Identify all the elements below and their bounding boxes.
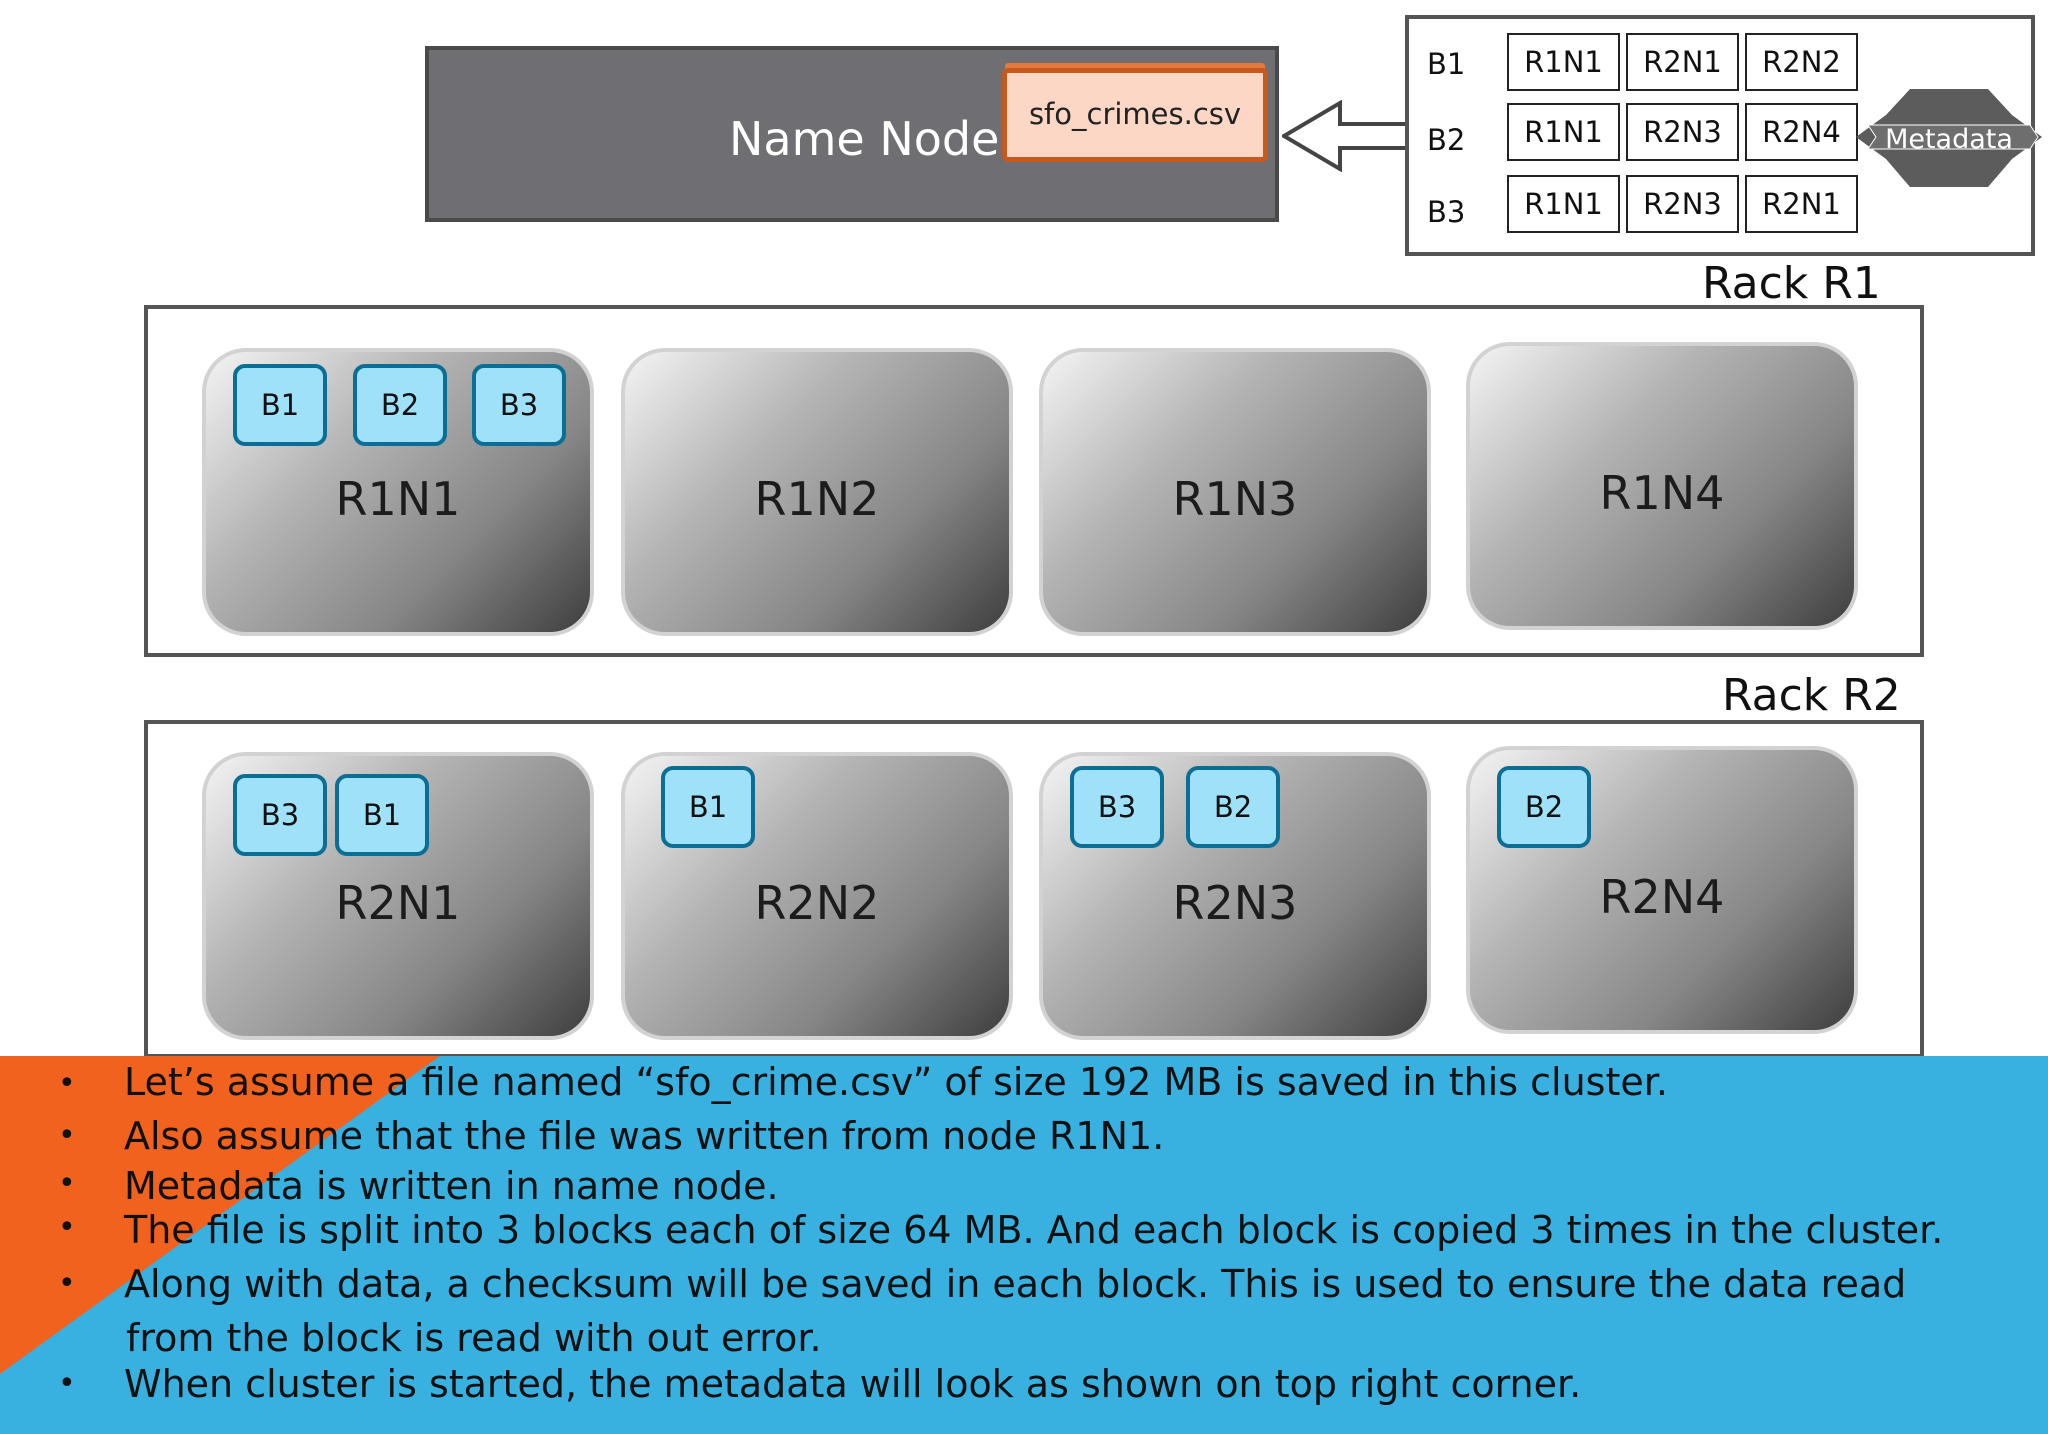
metadata-tag [1856,89,2042,187]
node-label: R1N4 [1599,466,1725,520]
metadata-cell: R1N1 [1507,175,1620,233]
block-b2: B2 [1497,766,1591,848]
rack-label: Rack R2 [1722,670,1901,721]
metadata-block-label: B1 [1427,47,1466,81]
notes-background [0,1056,2048,1434]
node-r1n2: R1N2 [621,348,1013,636]
bullet-dot: • [58,1118,76,1153]
bullet-dot: • [58,1066,76,1101]
node-label: R1N2 [754,472,880,526]
metadata-block-label: B2 [1427,123,1466,157]
note-line: from the block is read with out error. [126,1316,822,1360]
block-b1: B1 [661,766,755,848]
node-label: R1N1 [335,472,461,526]
metadata-cell: R2N3 [1626,175,1739,233]
note-line: Metadata is written in name node. [124,1164,779,1208]
block-b2: B2 [353,364,447,446]
metadata-arrow [1282,100,1412,172]
node-label: R1N3 [1172,472,1298,526]
node-label: R2N2 [754,876,880,930]
bullet-dot: • [58,1210,76,1245]
note-line: Also assume that the file was written fr… [124,1114,1165,1158]
metadata-cell: R2N4 [1745,103,1858,161]
bullet-dot: • [58,1166,76,1201]
rack-label: Rack R1 [1702,258,1881,309]
note-line: Let’s assume a file named “sfo_crime.csv… [124,1060,1668,1104]
node-label: R2N4 [1599,870,1725,924]
file-card: sfo_crimes.csv [1002,68,1268,162]
note-line: When cluster is started, the metadata wi… [124,1362,1582,1406]
block-b2: B2 [1186,766,1280,848]
metadata-cell: R2N1 [1745,175,1858,233]
note-line: The file is split into 3 blocks each of … [124,1208,1944,1252]
metadata-tag-label: Metadata [1885,124,2013,155]
name-node-label: Name Node [729,112,1000,166]
node-label: R2N1 [335,876,461,930]
bullet-dot: • [58,1266,76,1301]
bullet-dot: • [58,1366,76,1401]
metadata-cell: R2N3 [1626,103,1739,161]
block-b3: B3 [472,364,566,446]
file-name-label: sfo_crimes.csv [1028,97,1242,131]
metadata-cell: R2N1 [1626,33,1739,91]
node-label: R2N3 [1172,876,1298,930]
block-b3: B3 [233,774,327,856]
block-b3: B3 [1070,766,1164,848]
metadata-cell: R2N2 [1745,33,1858,91]
metadata-block-label: B3 [1427,195,1466,229]
metadata-cell: R1N1 [1507,103,1620,161]
note-line: Along with data, a checksum will be save… [124,1262,1907,1306]
block-b1: B1 [335,774,429,856]
node-r1n4: R1N4 [1466,342,1858,630]
block-b1: B1 [233,364,327,446]
node-r1n3: R1N3 [1039,348,1431,636]
metadata-cell: R1N1 [1507,33,1620,91]
